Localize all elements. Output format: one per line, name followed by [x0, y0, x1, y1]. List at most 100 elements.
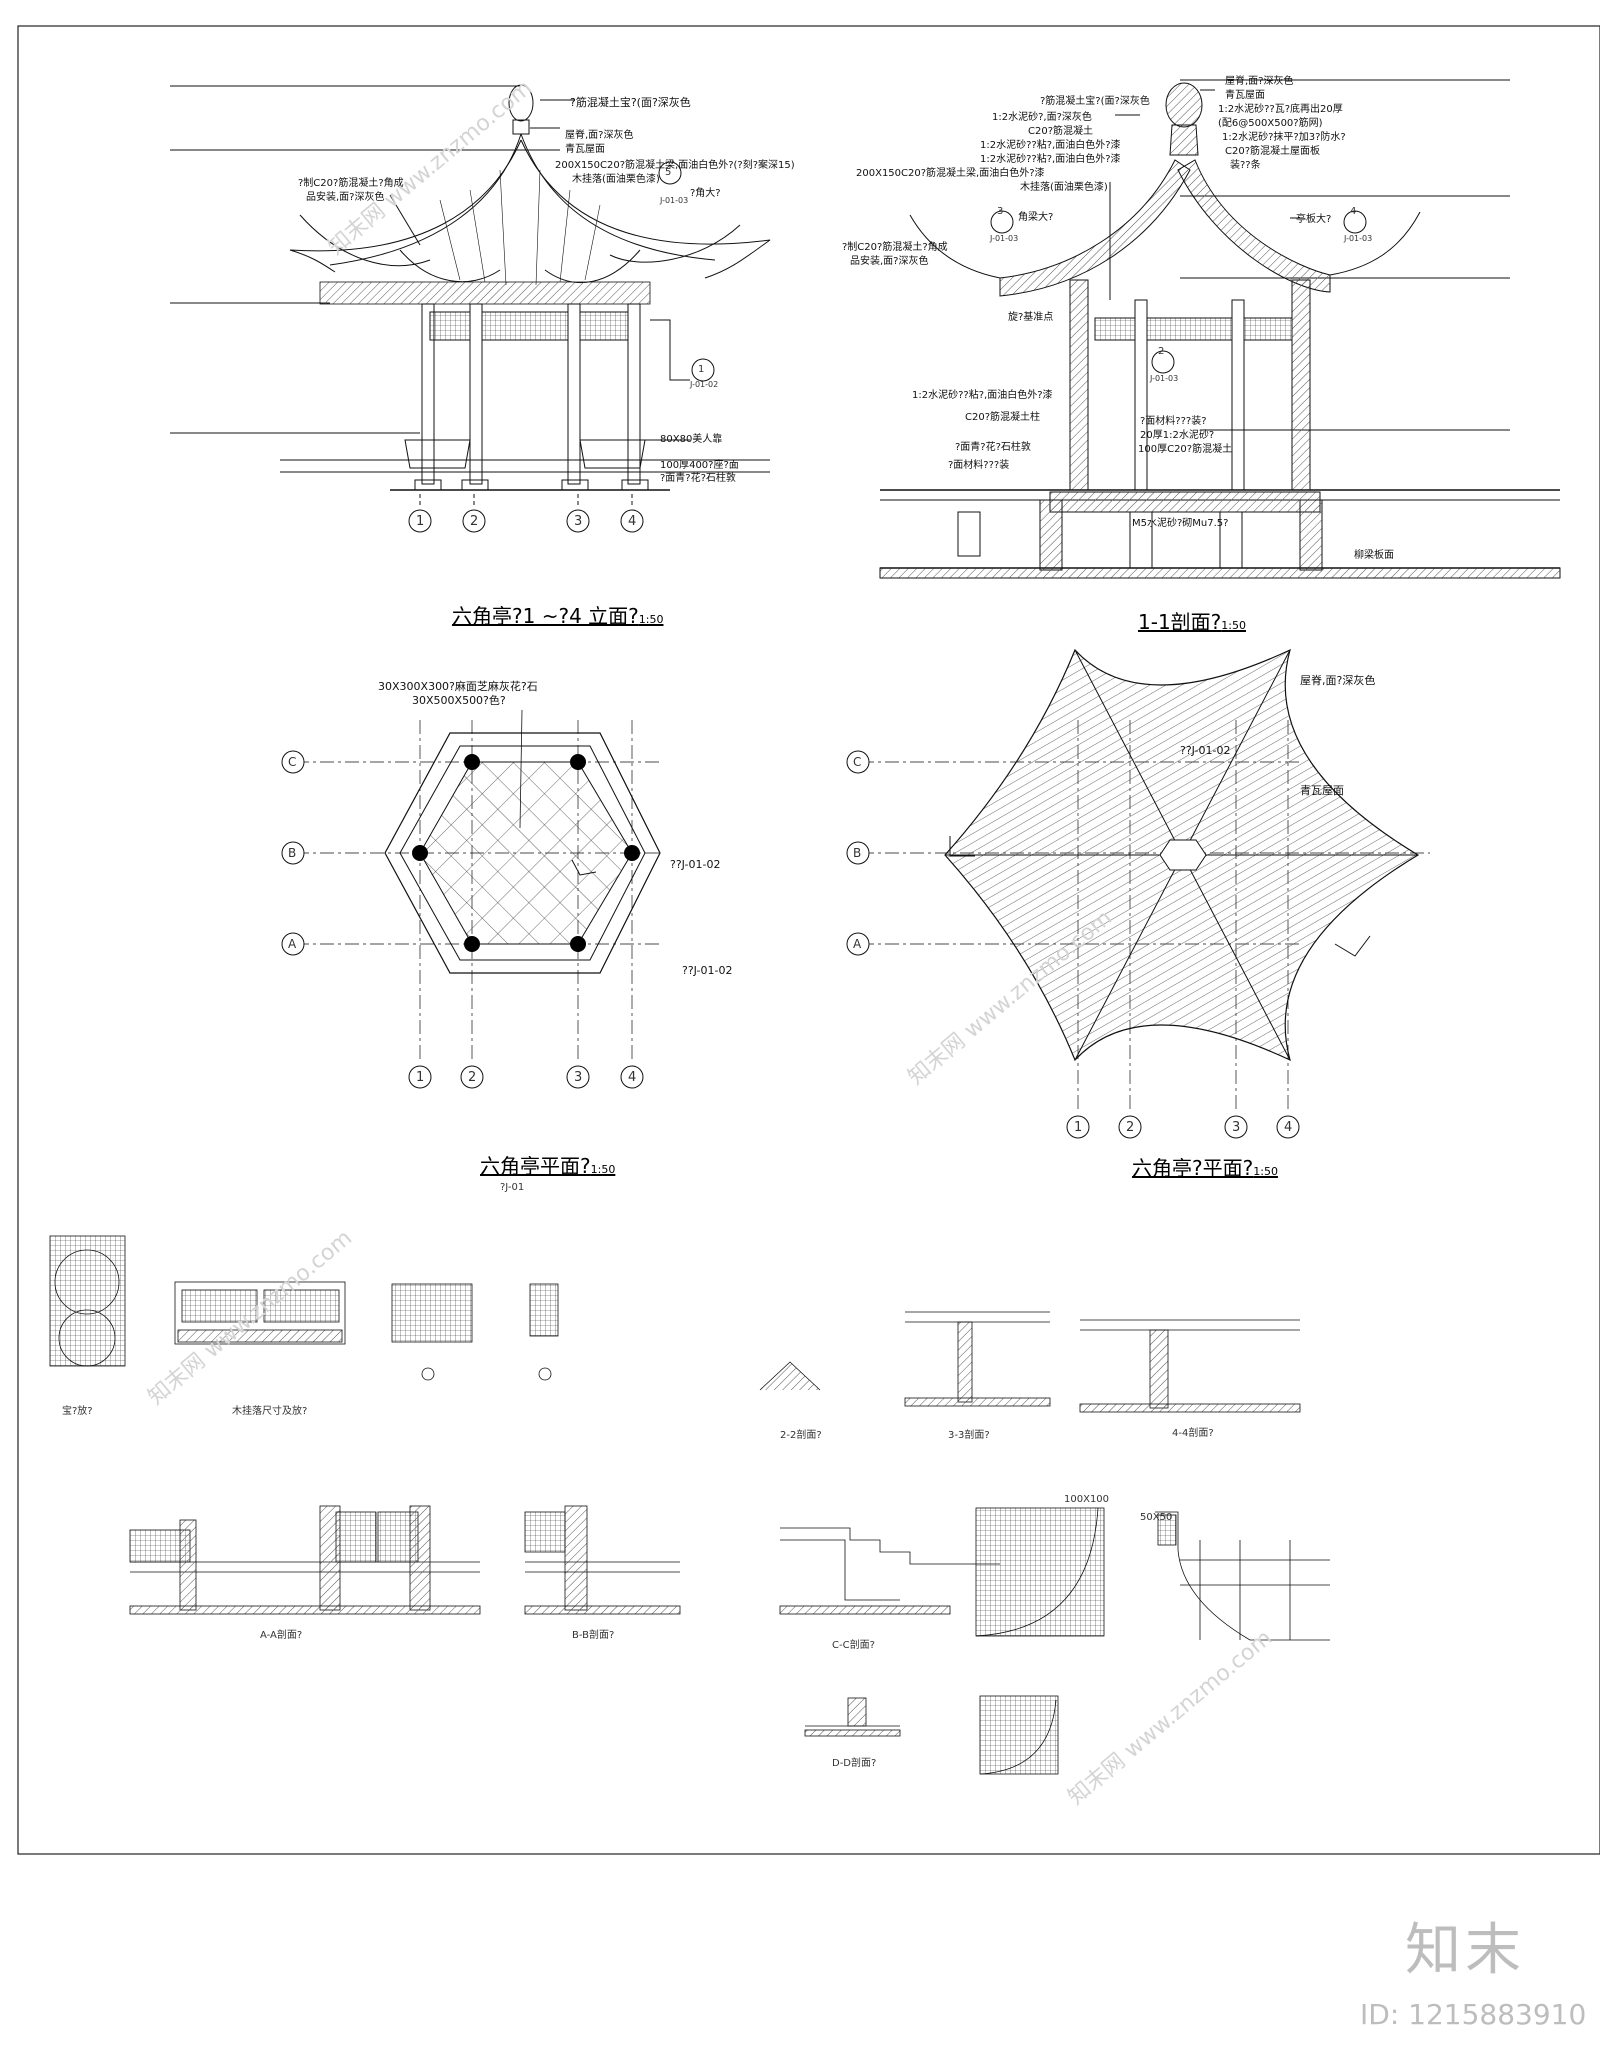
roof-col-3: 3 [1232, 1120, 1241, 1135]
section-title: 1-1剖面?1:50 [1138, 606, 1246, 635]
elev-note-tile-roof: 青瓦屋面 [565, 144, 605, 155]
roof-col-2: 2 [1126, 1120, 1135, 1135]
roof-row-A: A [853, 937, 862, 951]
elev-axis-1: 1 [416, 514, 425, 529]
roof-note-ridge: 屋脊,面?深灰色 [1300, 674, 1376, 687]
detail-caption-A-A: A-A剖面? [260, 1630, 303, 1641]
elev-axis-2: 2 [470, 514, 479, 529]
sect-note-mid-3: M5水泥砂?砌Mu7.5? [1132, 518, 1229, 529]
elevation-scale: 1:50 [638, 613, 664, 626]
elev-callout-5-sheet: J-01-03 [660, 196, 689, 205]
elev-note-seat-top: 100厚400?座?面 [660, 460, 739, 471]
elevation-axis-bubbles [408, 161, 715, 533]
plan-row-C: C [288, 755, 297, 769]
plan-col-1: 1 [416, 1070, 425, 1085]
detail-caption-2-2: 2-2剖面? [780, 1430, 822, 1441]
plan-row-A: A [288, 937, 297, 951]
elev-callout-5-num: 5 [665, 167, 672, 178]
plan-note-paving-0: 30X300X300?麻面芝麻灰花?石 [378, 680, 538, 693]
sect-callout-3-sheet: J-01-03 [990, 234, 1019, 243]
detail-caption-finial: 宝?放? [62, 1406, 93, 1417]
plan-title: 六角亭平面?1:50 [480, 1150, 615, 1179]
sect-note-left-7: ?制C20?筋混凝土?角成 [842, 242, 948, 253]
roof-row-B: B [853, 846, 862, 860]
roof-ref: ??J-01-02 [1180, 744, 1231, 757]
sect-note-right-1: 柳梁板面 [1354, 550, 1394, 561]
sect-note-left-1: C20?筋混凝土 [1028, 126, 1094, 137]
detail-dim-50: 50X50 [1140, 1512, 1173, 1523]
elevation-title: 六角亭?1 ~?4 立面?1:50 [452, 600, 663, 629]
plan-col-4: 4 [628, 1070, 637, 1085]
sect-note-left-0: 1:2水泥砂?,面?深灰色 [992, 112, 1092, 123]
detail-caption-3-3: 3-3剖面? [948, 1430, 990, 1441]
sect-note-mortar-bed: 1:2水泥砂??瓦?底再出20厚 [1218, 104, 1343, 115]
plan-columns [412, 754, 640, 952]
roof-row-C: C [853, 755, 862, 769]
elev-callout-1-num: 1 [698, 364, 705, 375]
sect-note-ridge: 屋脊,面?深灰色 [1225, 76, 1294, 87]
roof-plan-title: 六角亭?平面?1:50 [1132, 1152, 1278, 1181]
section-callouts [990, 210, 1367, 374]
elev-note-finial: ?筋混凝土宝?(面?深灰色 [570, 96, 691, 109]
elev-axis-4: 4 [628, 514, 637, 529]
elev-note-ridge: 屋脊,面?深灰色 [565, 130, 634, 141]
plan-subtitle: ?J-01 [500, 1182, 525, 1193]
sect-note-left-13: ?面材料???装 [948, 460, 1010, 471]
sect-note-roof-slab: C20?筋混凝土屋面板 [1225, 146, 1321, 157]
sect-callout-4-sheet: J-01-03 [1344, 234, 1373, 243]
sect-note-mid-1: 20厚1:2水泥砂? [1140, 430, 1215, 441]
sect-note-left-3: 1:2水泥砂??粘?,面油白色外?漆 [980, 154, 1121, 165]
plan-grid-bubbles [281, 750, 644, 1089]
sect-note-left-6: 角梁大? [1018, 212, 1054, 223]
sect-callout-4-num: 4 [1350, 206, 1357, 217]
section-drawing [879, 79, 1561, 579]
roof-plan-scale: 1:50 [1253, 1165, 1278, 1178]
sect-note-left-8: 品安装,面?深灰色 [850, 256, 929, 267]
elev-callout-1-sheet: J-01-02 [690, 380, 719, 389]
sect-note-left-12: ?面青?花?石柱敦 [955, 442, 1031, 453]
elevation-title-text: 六角亭?1 ~?4 立面? [452, 604, 639, 628]
roof-plan-grid-bubbles [846, 750, 1300, 1139]
sect-note-mid-0: ?面材料???装? [1140, 416, 1207, 427]
detail-caption-D-D: D-D剖面? [832, 1758, 877, 1769]
elev-note-hanging-fascia: 木挂落(面油栗色漆) [572, 174, 660, 185]
sect-note-left-4: 200X150C20?筋混凝土梁,面油白色外?漆 [856, 168, 1045, 179]
elev-note-bench-back: 80X80美人靠 [660, 434, 723, 445]
sect-note-right-0: 亭板大? [1296, 214, 1332, 225]
sect-note-left-2: 1:2水泥砂??粘?,面油白色外?漆 [980, 140, 1121, 151]
roof-col-4: 4 [1284, 1120, 1293, 1135]
detail-caption-B-B: B-B剖面? [572, 1630, 615, 1641]
sect-note-mid-2: 100厚C20?筋混凝土 [1138, 444, 1233, 455]
sect-note-strips: 装??条 [1230, 160, 1261, 171]
sheet-border [17, 25, 1600, 1855]
sect-note-left-10: 1:2水泥砂??粘?,面油白色外?漆 [912, 390, 1053, 401]
sect-callout-2-num: 2 [1158, 346, 1165, 357]
plan-col-2: 2 [468, 1070, 477, 1085]
sect-note-left-9: 旋?基准点 [1008, 312, 1054, 323]
sect-note-waterproof: 1:2水泥砂?抹平?加3?防水? [1222, 132, 1346, 143]
detail-drawings [49, 1235, 1330, 1775]
elev-note-precast-corner: ?制C20?筋混凝土?角成 [298, 178, 404, 189]
plan-col-3: 3 [574, 1070, 583, 1085]
elev-note-column-base: ?面青?花?石柱敦 [660, 473, 736, 484]
sect-note-tile: 青瓦屋面 [1225, 90, 1265, 101]
sect-note-left-11: C20?筋混凝土柱 [965, 412, 1041, 423]
plan-title-text: 六角亭平面? [480, 1154, 591, 1178]
roof-col-1: 1 [1074, 1120, 1083, 1135]
detail-caption-fascia: 木挂落尺寸及放? [232, 1406, 308, 1417]
elev-note-beam: 200X150C20?筋混凝土梁,面油白色外?(?刻?案深15) [555, 160, 795, 171]
section-title-text: 1-1剖面? [1138, 610, 1222, 634]
plan-note-paving-1: 30X500X500?色? [412, 694, 506, 707]
elev-note-install: 品安装,面?深灰色 [306, 192, 385, 203]
watermark-logo: 知末 [1405, 1918, 1525, 1983]
sect-callout-3-num: 3 [997, 206, 1004, 217]
elevation-drawing [170, 84, 771, 508]
plan-row-B: B [288, 846, 297, 860]
detail-caption-C-C: C-C剖面? [832, 1640, 875, 1651]
detail-caption-4-4: 4-4剖面? [1172, 1428, 1214, 1439]
sect-note-left-5: 木挂落(面油栗色漆) [1020, 182, 1108, 193]
plan-ref-0: ??J-01-02 [670, 858, 721, 871]
sect-note-finial: ?筋混凝土宝?(面?深灰色 [1040, 96, 1150, 107]
plan-ref-1: ??J-01-02 [682, 964, 733, 977]
